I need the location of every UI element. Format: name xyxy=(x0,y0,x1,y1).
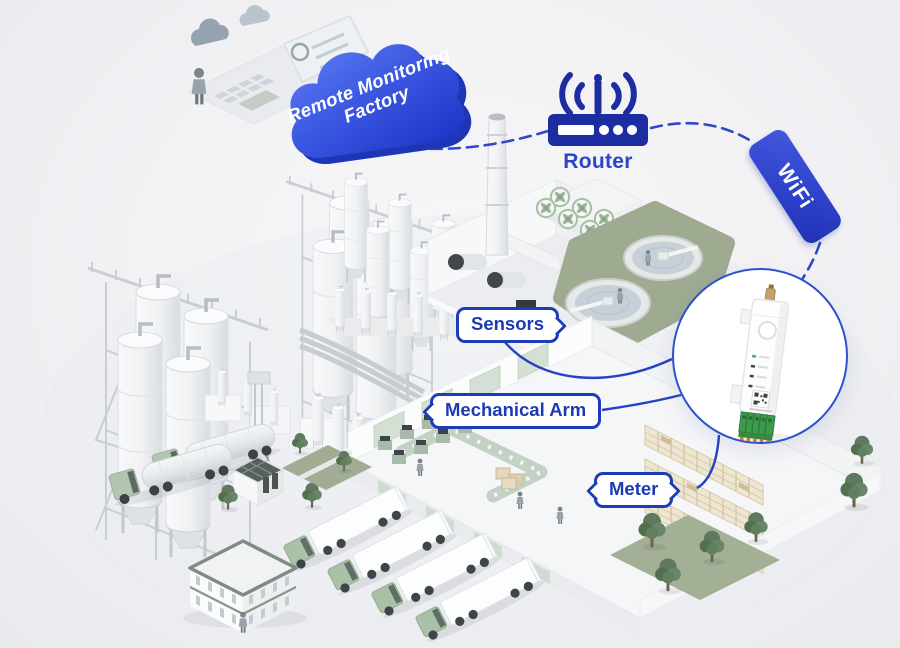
laptop-scene xyxy=(186,5,370,125)
router-icon xyxy=(548,72,648,146)
chimney xyxy=(485,113,509,256)
dashed-link-cloud-router xyxy=(393,129,550,151)
connector-meter xyxy=(696,434,721,490)
dashed-link-router-wifi xyxy=(649,121,753,143)
router-group: Router xyxy=(536,56,660,174)
router-label: Router xyxy=(563,150,633,173)
greenery-lower xyxy=(282,433,874,600)
meter-callout-label: Meter xyxy=(609,478,659,499)
connector-mechanical-arm xyxy=(601,393,682,412)
office-building xyxy=(183,539,307,634)
mechanical-arm-callout: Mechanical Arm xyxy=(422,393,602,429)
clarifier-lower xyxy=(565,278,651,328)
meter-callout: Meter xyxy=(586,472,682,508)
sensors-callout-label: Sensors xyxy=(471,313,545,334)
device-inset-circle xyxy=(672,268,848,444)
mechanical-arm-callout-label: Mechanical Arm xyxy=(445,399,587,420)
sensors-callout: Sensors xyxy=(456,307,567,343)
wifi-module-device-icon xyxy=(729,284,794,442)
connector-sensors xyxy=(503,340,673,380)
hopper-silos xyxy=(299,172,456,411)
dashed-link-wifi-device xyxy=(799,241,822,283)
cloud-icon xyxy=(290,44,472,164)
solar-building xyxy=(218,455,323,513)
clarifier-upper xyxy=(623,235,703,281)
remote-monitoring-cloud: Remote Monitoring Factory xyxy=(262,9,485,188)
